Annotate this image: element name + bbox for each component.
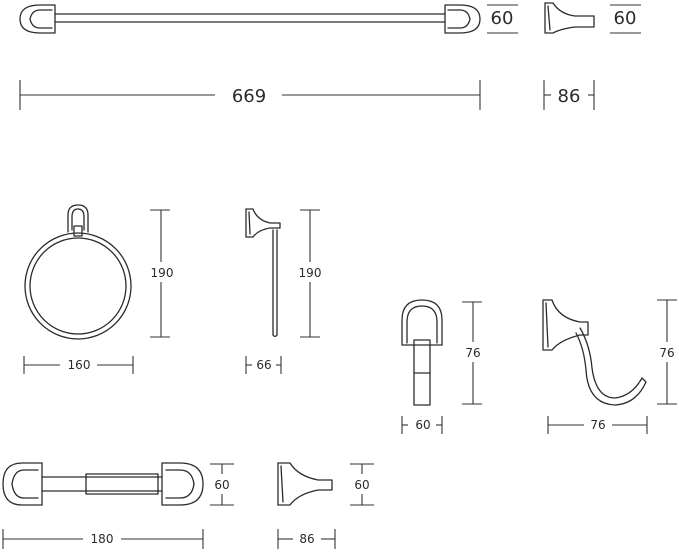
- label-towel-bar-height: 60: [491, 8, 514, 29]
- dim-paper-side-height: 60: [350, 463, 374, 506]
- paper-holder-side: [277, 462, 333, 506]
- dim-hook-height: 76: [462, 301, 482, 405]
- towel-ring-side: [245, 208, 281, 338]
- dim-paper-holder-height: 60: [210, 463, 234, 506]
- dim-side-hook-depth: 76: [547, 416, 648, 434]
- towel-bar-side: [544, 2, 595, 34]
- label-towel-bar-side-height: 60: [614, 8, 637, 29]
- label-paper-side-height: 60: [354, 478, 369, 492]
- label-side-ring-height: 190: [299, 266, 322, 280]
- dim-paper-side-depth: 86: [277, 529, 336, 549]
- label-paper-side-depth: 86: [299, 532, 314, 546]
- label-paper-holder-height: 60: [214, 478, 229, 492]
- dim-side-ring-depth: 66: [245, 356, 282, 374]
- towel-bar-front: [19, 4, 481, 34]
- dim-hook-width: 60: [401, 416, 443, 434]
- dim-side-ring-height: 190: [299, 209, 322, 338]
- label-towel-bar-depth: 86: [558, 86, 581, 107]
- label-ring-width: 160: [68, 358, 91, 372]
- label-paper-holder-length: 180: [91, 532, 114, 546]
- robe-hook-front: [401, 299, 443, 406]
- dim-towel-bar-length: 669: [19, 80, 481, 110]
- label-ring-height: 190: [151, 266, 174, 280]
- label-side-hook-depth: 76: [590, 418, 605, 432]
- label-side-hook-height: 76: [659, 346, 674, 360]
- label-towel-bar-length: 669: [232, 86, 266, 107]
- label-hook-height: 76: [465, 346, 480, 360]
- dim-towel-bar-height: 60: [487, 4, 518, 34]
- label-hook-width: 60: [415, 418, 430, 432]
- dim-towel-bar-depth: 86: [543, 80, 595, 110]
- dim-ring-width: 160: [23, 356, 134, 374]
- dim-side-hook-height: 76: [657, 299, 677, 405]
- robe-hook-side: [542, 299, 647, 406]
- dim-ring-height: 190: [150, 209, 174, 338]
- dim-paper-holder-length: 180: [2, 529, 204, 549]
- dim-towel-bar-side-height: 60: [610, 4, 641, 34]
- towel-ring-front: [24, 204, 132, 340]
- paper-holder-front: [2, 462, 204, 506]
- label-side-ring-depth: 66: [256, 358, 271, 372]
